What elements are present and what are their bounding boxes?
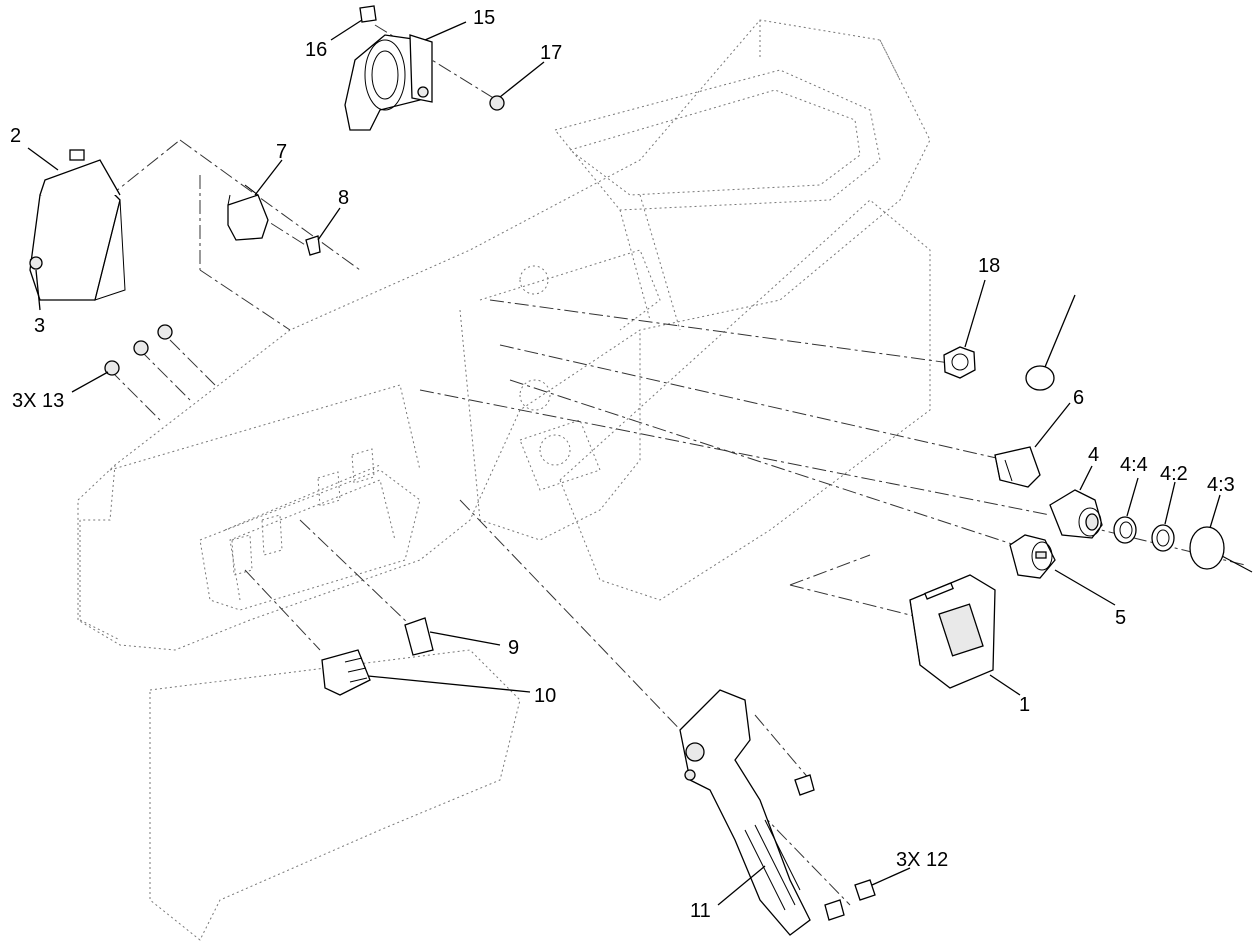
callout-5: 6 [1073,387,1084,409]
callout-3x12: 3X 12 [896,849,948,871]
callout-11: 11 [690,900,711,922]
part-4-2-nut [1151,524,1175,552]
part-11-accelerator-pedal [679,689,811,936]
callout-2: 2 [10,125,21,147]
part-4-4-washer [1113,516,1137,544]
callout-7: 7 [276,141,287,163]
part-7-relay [227,184,269,241]
part-17-switch [943,346,976,379]
callout-3x13: 3X 13 [12,390,64,412]
part-3-nut [29,256,43,270]
part-13-nuts [104,324,173,376]
callout-16: 17 [540,42,562,64]
floor-panel-phantom [149,199,931,941]
callout-10: 10 [534,685,556,707]
part-5-rocker-switch [994,446,1041,488]
callout-4: 4 [1088,444,1099,466]
callout-15: 16 [305,39,327,61]
part-4-3-key [1189,526,1253,573]
part-6-usb-socket [1009,534,1056,579]
callout-4-2: 4:2 [1160,463,1188,485]
part-2-controller-module [29,149,126,301]
callout-labels: 2 3 3X 13 7 8 16 15 17 18 6 4 4:4 4:2 4:… [10,7,1235,922]
dashboard-phantom [77,19,931,651]
leader-lines [27,19,1221,906]
part-14-horn [344,34,433,131]
part-16-nut [489,95,505,111]
callout-9: 9 [508,637,519,659]
part-10-rocker-switch [321,649,371,696]
callout-1: 1 [1019,694,1030,716]
callout-3: 3 [34,315,45,337]
callout-4-4: 4:4 [1120,454,1148,476]
part-12-bolts [794,774,876,921]
callout-14: 15 [473,7,495,29]
assembly-center-lines [29,24,1246,906]
part-4-key-switch [1049,489,1103,539]
callout-8: 8 [338,187,349,209]
callout-6: 5 [1115,607,1126,629]
part-9-blank-plug [404,617,434,656]
callout-17: 18 [978,255,1000,277]
part-15-bolt [359,5,377,23]
callout-4-3: 4:3 [1207,474,1235,496]
part-8-screw [305,235,321,256]
part-1-display [909,574,996,689]
part-18-cap [1025,365,1055,391]
